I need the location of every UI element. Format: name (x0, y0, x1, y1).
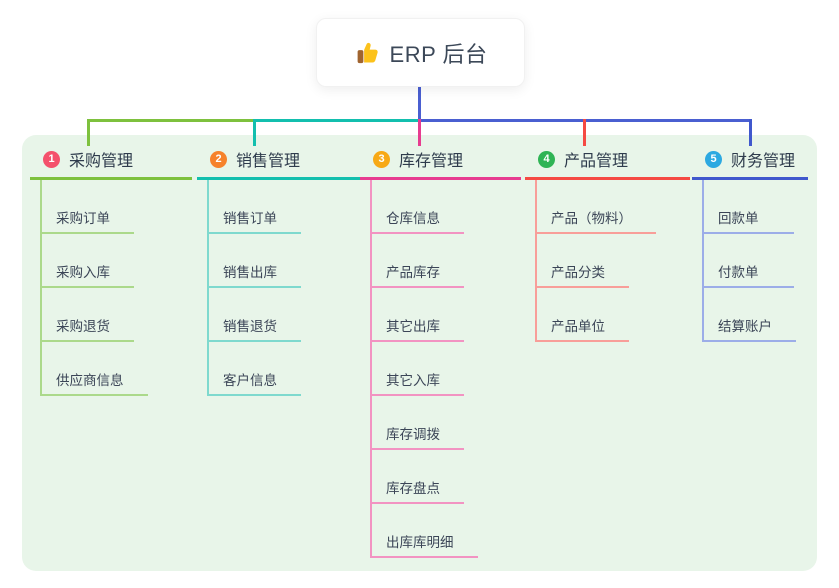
child-label: 产品库存 (386, 265, 440, 280)
child-label: 其它出库 (386, 319, 440, 334)
child-label: 采购订单 (56, 211, 110, 226)
branch-trunk-line (702, 180, 704, 342)
child-label: 出库库明细 (386, 535, 454, 550)
child-label: 销售出库 (223, 265, 277, 280)
child-label: 库存盘点 (386, 481, 440, 496)
bus-line-segment-1 (87, 119, 253, 122)
child-node[interactable]: 产品（物料） (535, 180, 656, 234)
child-node[interactable]: 销售出库 (207, 234, 301, 288)
root-connector-line (418, 84, 421, 119)
branch-node-4[interactable]: 4 产品管理 (525, 135, 690, 180)
branch-drop-line-5 (749, 119, 752, 146)
child-node[interactable]: 销售订单 (207, 180, 301, 234)
child-node[interactable]: 库存盘点 (370, 450, 464, 504)
branch-node-2[interactable]: 2 销售管理 (197, 135, 363, 180)
child-label: 仓库信息 (386, 211, 440, 226)
child-node[interactable]: 供应商信息 (40, 342, 148, 396)
thumbs-up-icon (354, 40, 380, 66)
child-node[interactable]: 产品单位 (535, 288, 629, 342)
child-label: 其它入库 (386, 373, 440, 388)
child-label: 付款单 (718, 265, 759, 280)
child-label: 销售订单 (223, 211, 277, 226)
child-node[interactable]: 仓库信息 (370, 180, 464, 234)
branch-column-4: 4 产品管理产品（物料） 产品分类产品单位 (525, 135, 690, 342)
root-title: ERP 后台 (389, 41, 488, 67)
child-node[interactable]: 其它出库 (370, 288, 464, 342)
branch-column-5: 5 财务管理回款单付款单结算账户 (692, 135, 808, 342)
branch-index-badge: 1 (43, 150, 60, 168)
branch-column-2: 2 销售管理销售订单销售出库销售退货客户信息 (197, 135, 363, 396)
branch-trunk-line (535, 180, 537, 342)
child-label: 库存调拨 (386, 427, 440, 442)
branch-node-3[interactable]: 3 库存管理 (360, 135, 521, 180)
branch-children: 回款单付款单结算账户 (702, 180, 808, 342)
child-node[interactable]: 采购订单 (40, 180, 134, 234)
branch-label: 采购管理 (69, 153, 134, 170)
child-node[interactable]: 产品库存 (370, 234, 464, 288)
branch-drop-line-1 (87, 119, 90, 146)
child-node[interactable]: 付款单 (702, 234, 794, 288)
child-label: 供应商信息 (56, 373, 124, 388)
branch-index-badge: 3 (373, 150, 390, 168)
bus-line-segment-2 (253, 119, 418, 122)
branch-children: 仓库信息产品库存其它出库其它入库库存调拨库存盘点出库库明细 (370, 180, 521, 558)
child-label: 销售退货 (223, 319, 277, 334)
child-node[interactable]: 客户信息 (207, 342, 301, 396)
branch-label: 销售管理 (236, 153, 301, 170)
child-label: 采购退货 (56, 319, 110, 334)
child-node[interactable]: 出库库明细 (370, 504, 478, 558)
child-node[interactable]: 结算账户 (702, 288, 796, 342)
branch-index-badge: 2 (210, 150, 227, 168)
branch-trunk-line (207, 180, 209, 396)
branch-index-badge: 4 (538, 150, 555, 168)
branch-children: 产品（物料） 产品分类产品单位 (535, 180, 690, 342)
branch-drop-line-2 (253, 119, 256, 146)
branch-drop-line-3 (418, 119, 421, 146)
child-node[interactable]: 销售退货 (207, 288, 301, 342)
child-label: 产品单位 (551, 319, 605, 334)
branch-node-5[interactable]: 5 财务管理 (692, 135, 808, 180)
child-node[interactable]: 采购退货 (40, 288, 134, 342)
child-node[interactable]: 库存调拨 (370, 396, 464, 450)
branch-column-1: 1 采购管理采购订单采购入库采购退货供应商信息 (30, 135, 192, 396)
child-label: 回款单 (718, 211, 759, 226)
branch-label: 财务管理 (731, 153, 796, 170)
child-label: 客户信息 (223, 373, 277, 388)
branch-index-badge: 5 (705, 150, 722, 168)
child-node[interactable]: 其它入库 (370, 342, 464, 396)
child-node[interactable]: 回款单 (702, 180, 794, 234)
branch-children: 采购订单采购入库采购退货供应商信息 (40, 180, 192, 396)
branch-label: 产品管理 (564, 153, 629, 170)
child-label: 产品分类 (551, 265, 605, 280)
child-node[interactable]: 采购入库 (40, 234, 134, 288)
branch-column-3: 3 库存管理仓库信息产品库存其它出库其它入库库存调拨库存盘点出库库明细 (360, 135, 521, 558)
branch-drop-line-4 (583, 119, 586, 146)
child-label: 采购入库 (56, 265, 110, 280)
root-node[interactable]: ERP 后台 (316, 18, 525, 87)
branch-label: 库存管理 (399, 153, 464, 170)
branch-children: 销售订单销售出库销售退货客户信息 (207, 180, 363, 396)
branch-trunk-line (370, 180, 372, 558)
branches-panel (22, 135, 817, 571)
child-label: 结算账户 (718, 319, 772, 334)
child-node[interactable]: 产品分类 (535, 234, 629, 288)
child-label: 产品（物料） (551, 211, 632, 226)
branch-trunk-line (40, 180, 42, 396)
branch-node-1[interactable]: 1 采购管理 (30, 135, 192, 180)
